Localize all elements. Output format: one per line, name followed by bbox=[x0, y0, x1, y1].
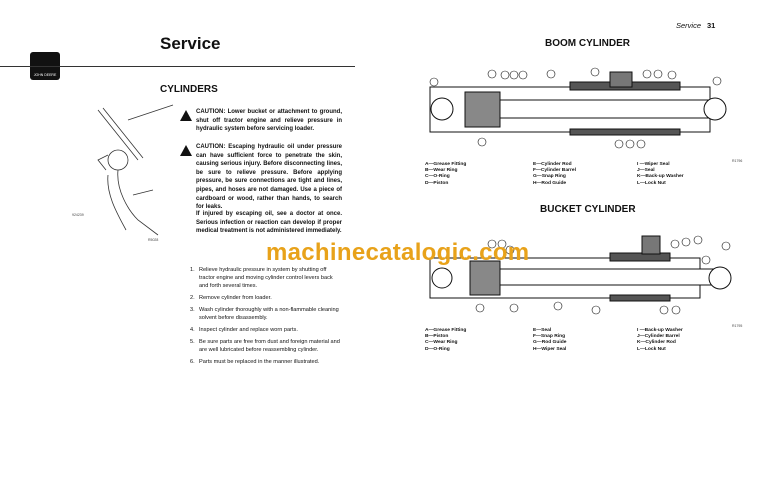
divider bbox=[0, 66, 355, 67]
step-item: 4.Inspect cylinder and replace worn part… bbox=[190, 327, 298, 333]
warning-icon bbox=[180, 145, 192, 156]
step-item: 6.Parts must be replaced in the manner i… bbox=[190, 359, 320, 365]
page-title: Service bbox=[160, 34, 221, 53]
bucket-cylinder-diagram bbox=[429, 235, 732, 315]
bucket-cylinder-title: BUCKET CYLINDER bbox=[540, 204, 636, 215]
logo-text: JOHN DEERE bbox=[33, 73, 57, 77]
step-item: 2.Remove cylinder from loader. bbox=[190, 295, 272, 301]
header-section: Service bbox=[676, 21, 702, 30]
page-number: 31 bbox=[707, 21, 716, 30]
caution-text-2: CAUTION: Escaping hydraulic oil under pr… bbox=[196, 144, 342, 211]
warning-icon bbox=[180, 110, 192, 121]
section-heading: CYLINDERS bbox=[160, 84, 218, 95]
watermark: machinecatalogic.com bbox=[266, 239, 530, 266]
legend-item: F—Cylinder Barrel bbox=[533, 168, 576, 174]
legend-item: G—Snap Ring bbox=[533, 174, 566, 180]
boom-cylinder-diagram bbox=[429, 67, 727, 149]
figure-ref: R1796 bbox=[732, 159, 743, 163]
legend-item: C—O-Ring bbox=[425, 174, 450, 180]
boom-cylinder-title: BOOM CYLINDER bbox=[545, 38, 630, 49]
legend-item: K—Back-up Washer bbox=[637, 174, 684, 180]
legend-item: B—Wear Ring bbox=[425, 168, 458, 174]
legend-item: H—Wiper Seal bbox=[533, 346, 567, 352]
legend-item: C—Wear Ring bbox=[425, 340, 458, 346]
legend-item: K—Cylinder Rod bbox=[637, 340, 676, 346]
legend-item: A—Grease Fitting bbox=[425, 162, 467, 167]
step-item: 5.Be sure parts are free from dust and f… bbox=[190, 339, 340, 353]
figure-code: 924239 bbox=[72, 213, 84, 217]
legend-item: B—Piston bbox=[425, 334, 449, 340]
legend-item: J—Cylinder Barrel bbox=[637, 334, 680, 340]
injury-note: If injured by escaping oil, see a doctor… bbox=[196, 211, 342, 235]
legend-item: D—Piston bbox=[425, 180, 449, 186]
procedure-steps: 1.Relieve hydraulic pressure in system b… bbox=[190, 266, 342, 370]
legend-item: G—Rod Guide bbox=[533, 340, 567, 346]
legend-item: E—Seal bbox=[533, 328, 552, 333]
legend-item: L—Lock Nut bbox=[637, 346, 666, 352]
legend-item: D—O-Ring bbox=[425, 346, 450, 352]
legend-item: H—Rod Guide bbox=[533, 180, 567, 186]
running-header: Service 31 bbox=[676, 21, 715, 30]
hand-inspection-illustration bbox=[97, 104, 174, 236]
legend-item: A—Grease Fitting bbox=[425, 328, 467, 333]
legend-item: L—Lock Nut bbox=[637, 180, 666, 186]
legend-item: I —Wiper Seal bbox=[637, 162, 670, 167]
legend-item: E—Cylinder Rod bbox=[533, 162, 572, 167]
legend-item: F—Snap Ring bbox=[533, 334, 566, 340]
figure-ref: R1795 bbox=[732, 324, 743, 328]
caution-text-1: CAUTION: Lower bucket or attachment to g… bbox=[196, 109, 342, 133]
step-item: 1.Relieve hydraulic pressure in system b… bbox=[190, 267, 333, 289]
legend-item: I —Back-up Washer bbox=[637, 328, 683, 333]
step-item: 3.Wash cylinder thoroughly with a non-fl… bbox=[190, 307, 339, 321]
figure-ref: R5028 bbox=[148, 238, 159, 242]
legend-item: J—Seal bbox=[637, 168, 655, 174]
